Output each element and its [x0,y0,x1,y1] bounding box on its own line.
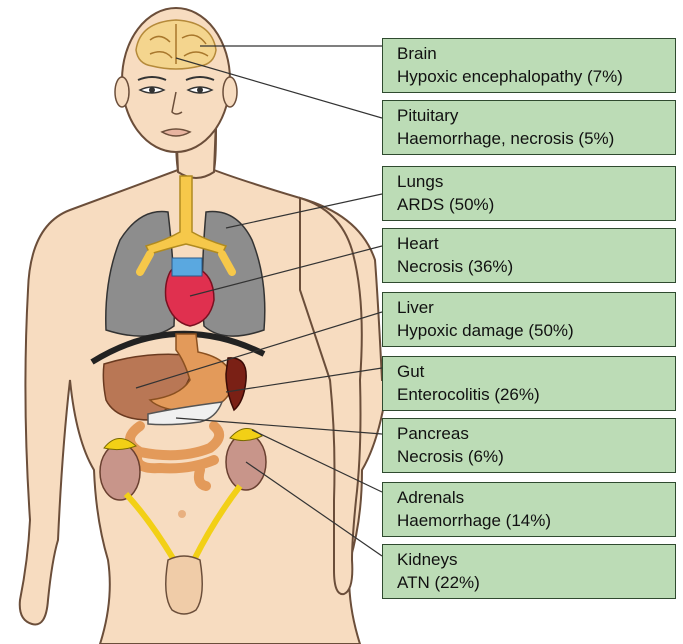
pupil-left [149,87,155,93]
ear-right [223,77,237,107]
organ-name: Lungs [397,171,675,193]
heart-vessels [172,258,202,276]
organ-name: Gut [397,361,675,383]
organ-finding: Necrosis (6%) [397,445,675,469]
organ-name: Pancreas [397,423,675,445]
kidney-left [100,444,140,500]
navel [178,510,186,518]
label-liver: Liver Hypoxic damage (50%) [382,292,676,347]
label-brain: Brain Hypoxic encephalopathy (7%) [382,38,676,93]
pupil-right [197,87,203,93]
organ-name: Heart [397,233,675,255]
organ-finding: Hypoxic encephalopathy (7%) [397,65,675,89]
organ-finding: ARDS (50%) [397,193,675,217]
organ-finding: Haemorrhage (14%) [397,509,675,533]
label-lungs: Lungs ARDS (50%) [382,166,676,221]
organ-finding: Necrosis (36%) [397,255,675,279]
organ-finding: ATN (22%) [397,571,675,595]
label-gut: Gut Enterocolitis (26%) [382,356,676,411]
organ-finding: Haemorrhage, necrosis (5%) [397,127,675,151]
organ-finding: Enterocolitis (26%) [397,383,675,407]
organ-name: Liver [397,297,675,319]
label-pancreas: Pancreas Necrosis (6%) [382,418,676,473]
label-kidneys: Kidneys ATN (22%) [382,544,676,599]
label-pituitary: Pituitary Haemorrhage, necrosis (5%) [382,100,676,155]
label-heart: Heart Necrosis (36%) [382,228,676,283]
ear-left [115,77,129,107]
organ-name: Adrenals [397,487,675,509]
label-adrenals: Adrenals Haemorrhage (14%) [382,482,676,537]
organ-name: Pituitary [397,105,675,127]
genitals [166,556,203,614]
organ-name: Brain [397,43,675,65]
organ-finding: Hypoxic damage (50%) [397,319,675,343]
organ-name: Kidneys [397,549,675,571]
